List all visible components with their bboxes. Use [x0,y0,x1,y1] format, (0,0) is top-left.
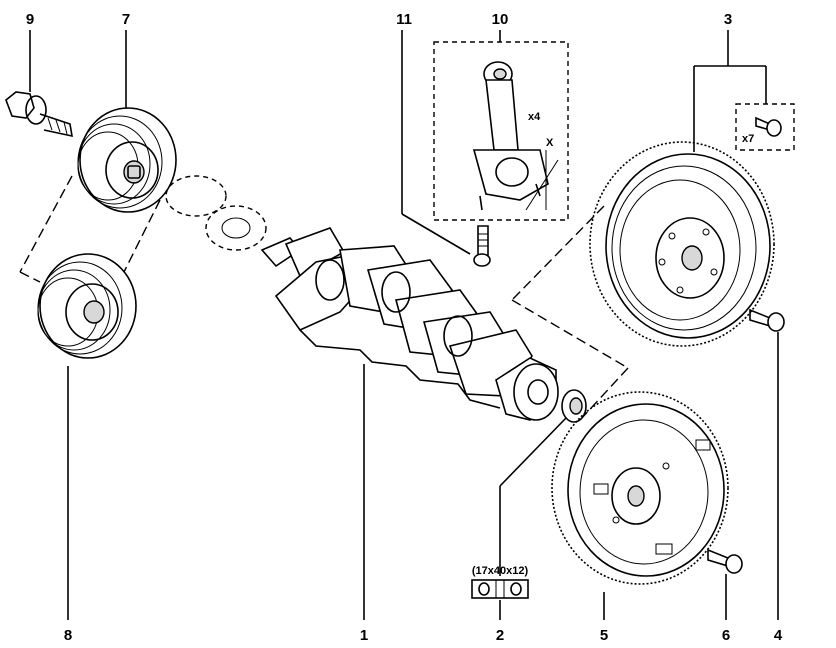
callout-10: 10 [492,11,509,28]
crankshaft [260,227,559,421]
alternative-pulley [37,253,137,359]
axis-x-label: X [546,137,554,149]
callout-11: 11 [396,11,412,28]
callout-4: 4 [774,627,783,644]
callout-8: 8 [64,627,72,644]
callout-7: 7 [122,11,130,28]
flywheel [589,141,775,347]
callout-5: 5 [600,627,608,644]
crankshaft-pulley [77,107,177,213]
conrod-quantity: x4 [528,111,541,123]
alternative-bracket [19,175,161,283]
flywheel-bolt [749,308,785,332]
connecting-rod-bolt [473,225,491,267]
seal-size-icon [471,579,529,599]
callout-6: 6 [722,627,730,644]
bolt-quantity: x7 [742,133,754,145]
alternative-flywheel-bolt [707,548,743,574]
callout-9: 9 [26,11,34,28]
flywheel-alternative-bracket [511,205,629,421]
leader-lines [29,30,779,620]
callout-2: 2 [496,627,504,644]
callout-3: 3 [724,11,732,28]
seal-size-label: (17x40x12) [472,565,529,577]
pulley-bolt [5,91,73,138]
oil-seal [561,389,587,423]
alternative-flywheel [551,391,729,585]
callout-1: 1 [360,627,368,644]
connecting-rod-group [433,41,569,221]
timing-gear [165,175,267,251]
flywheel-bolts-group [735,103,795,151]
